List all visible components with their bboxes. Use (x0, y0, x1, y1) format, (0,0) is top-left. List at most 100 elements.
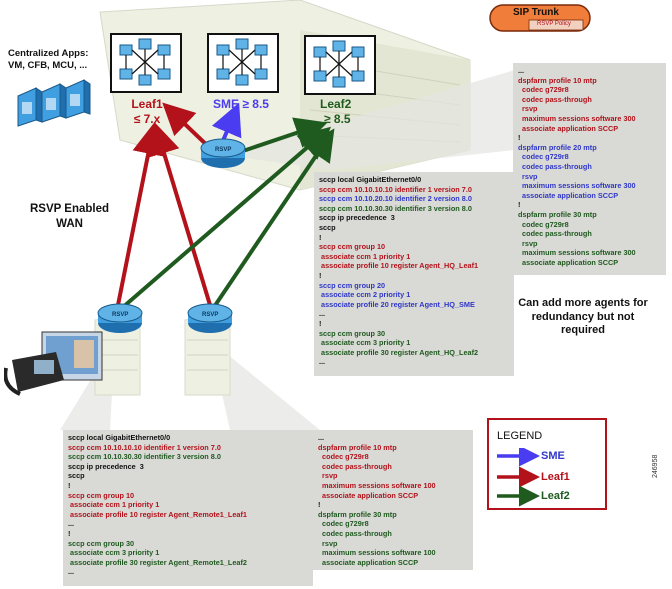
leaf2-label: Leaf2 ≥ 8.5 (320, 97, 351, 127)
config-line: codec g729r8 (518, 219, 569, 229)
remote-router-1-icon: RSVP (97, 303, 143, 333)
config-line: ! (318, 500, 321, 510)
config-line: sccp local GigabitEthernet0/0 (68, 433, 171, 442)
legend-title: LEGEND (497, 430, 543, 442)
config-line: codec pass-through (518, 94, 592, 104)
config-line: ... (318, 433, 325, 442)
leaf2-link-remote1 (120, 126, 332, 310)
figure-id: 246958 (652, 454, 659, 478)
leaf1-label: Leaf1 ≤ 7.x (127, 97, 167, 127)
config-line: sccp ccm group 10 (319, 242, 386, 252)
config-line: sccp ccm 10.10.30.30 identifier 3 versio… (68, 452, 221, 462)
config-line: associate profile 10 register Agent_HQ_L… (319, 261, 479, 271)
config-line: sccp (319, 222, 336, 232)
config-line: codec g729r8 (518, 152, 569, 162)
sme-label: SME ≥ 8.5 (213, 97, 269, 111)
config-line: sccp local GigabitEthernet0/0 (319, 175, 422, 184)
config-line: ! (518, 200, 521, 210)
sip-trunk: SIP Trunk RSVP Policy (489, 3, 595, 35)
redundancy-note: Can add more agents for redundancy but n… (518, 297, 648, 336)
config-line: codec pass-through (518, 161, 592, 171)
config-line: sccp ip precedence 3 (319, 213, 395, 223)
sip-trunk-icon (489, 4, 591, 32)
config-line: ! (319, 318, 322, 328)
leaf1-cluster (110, 33, 182, 93)
config-line: rsvp (318, 538, 338, 548)
svg-text:RSVP: RSVP (215, 147, 231, 153)
leaf2-cluster (304, 35, 376, 95)
apps-label-line1: Centralized Apps: (8, 48, 89, 59)
remote-dspfarm-config: ...dspfarm profile 10 mtp codec g729r8 c… (313, 430, 473, 570)
leaf1-name: Leaf1 (131, 97, 163, 111)
svg-text:RSVP: RSVP (202, 312, 218, 318)
config-line: sccp ccm group 30 (319, 328, 386, 338)
config-line: associate ccm 2 priority 1 (319, 290, 411, 300)
config-line: codec pass-through (318, 461, 392, 471)
config-line: rsvp (318, 471, 338, 481)
cluster-servers-icon (216, 38, 268, 86)
config-line: sccp ccm group 30 (68, 538, 135, 548)
config-line: dspfarm profile 10 mtp (518, 75, 597, 85)
config-line: sccp ccm 10.10.10.10 identifier 1 versio… (68, 442, 221, 452)
cluster-servers-icon (119, 38, 171, 86)
leaf1-link-remote2 (148, 122, 212, 306)
config-line: dspfarm profile 10 mtp (318, 442, 397, 452)
legend-arrows (497, 448, 540, 507)
wan-label: RSVP Enabled WAN (30, 202, 109, 232)
config-line: ... (319, 309, 326, 319)
apps-label: Centralized Apps: VM, CFB, MCU, ... (8, 48, 88, 72)
config-line: associate ccm 3 priority 1 (319, 338, 411, 348)
leaf2-name: Leaf2 (320, 97, 352, 111)
config-line: associate ccm 3 priority 1 (68, 548, 160, 558)
legend-item-sme: SME (541, 450, 565, 462)
config-line: rsvp (518, 104, 538, 114)
legend-item-leaf2: Leaf2 (541, 490, 570, 502)
config-line: ... (319, 357, 326, 367)
config-line: associate application SCCP (318, 490, 419, 500)
hq-router-icon: RSVP (200, 138, 246, 168)
sme-link-hq (211, 102, 242, 144)
config-line: sccp ccm 10.10.30.30 identifier 3 versio… (319, 203, 472, 213)
config-line: sccp (68, 471, 85, 481)
leaf2-link-remote2 (210, 128, 335, 312)
legend-item-leaf1: Leaf1 (541, 471, 570, 483)
config-line: dspfarm profile 30 mtp (518, 209, 597, 219)
config-line: maximum sessions software 100 (318, 548, 436, 558)
config-line: ... (68, 567, 75, 577)
config-line: associate profile 10 register Agent_Remo… (68, 509, 247, 519)
cluster-servers-icon (313, 40, 365, 88)
config-line: codec pass-through (518, 229, 592, 239)
config-line: associate ccm 1 priority 1 (68, 500, 160, 510)
config-line: maximum sessions software 300 (518, 248, 636, 258)
config-line: sccp ccm group 20 (319, 280, 386, 290)
config-line: associate profile 30 register Agent_Remo… (68, 557, 247, 567)
config-line: codec pass-through (318, 528, 392, 538)
legend: LEGEND SME Leaf1 Leaf2 (487, 418, 607, 510)
wan-label-line1: RSVP Enabled (30, 203, 110, 215)
sip-trunk-title: SIP Trunk (513, 7, 559, 18)
config-line: associate application SCCP (518, 190, 619, 200)
leaf1-version: ≤ 7.x (133, 112, 161, 126)
config-line: ! (518, 133, 521, 143)
config-line: sccp ccm group 10 (68, 490, 135, 500)
sip-trunk-subtitle: RSVP Policy (537, 21, 571, 27)
wan-label-line2: WAN (56, 218, 83, 230)
config-line: ! (319, 270, 322, 280)
config-line: associate application SCCP (318, 557, 419, 567)
config-line: associate ccm 1 priority 1 (319, 251, 411, 261)
hq-dspfarm-config: ...dspfarm profile 10 mtp codec g729r8 c… (513, 63, 666, 275)
config-line: codec g729r8 (518, 85, 569, 95)
config-line: rsvp (518, 171, 538, 181)
app-servers-icon (17, 79, 91, 127)
config-line: associate application SCCP (518, 123, 619, 133)
leaf1-link-remote1 (116, 122, 164, 306)
config-line: associate profile 30 register Agent_HQ_L… (319, 347, 479, 357)
config-line: codec g729r8 (318, 519, 369, 529)
config-line: associate profile 20 register Agent_HQ_S… (319, 299, 475, 309)
config-line: sccp ip precedence 3 (68, 461, 144, 471)
config-line: ... (518, 66, 525, 75)
config-line: associate application SCCP (518, 257, 619, 267)
config-line: ... (68, 519, 75, 529)
config-line: maximum sessions software 300 (518, 113, 636, 123)
